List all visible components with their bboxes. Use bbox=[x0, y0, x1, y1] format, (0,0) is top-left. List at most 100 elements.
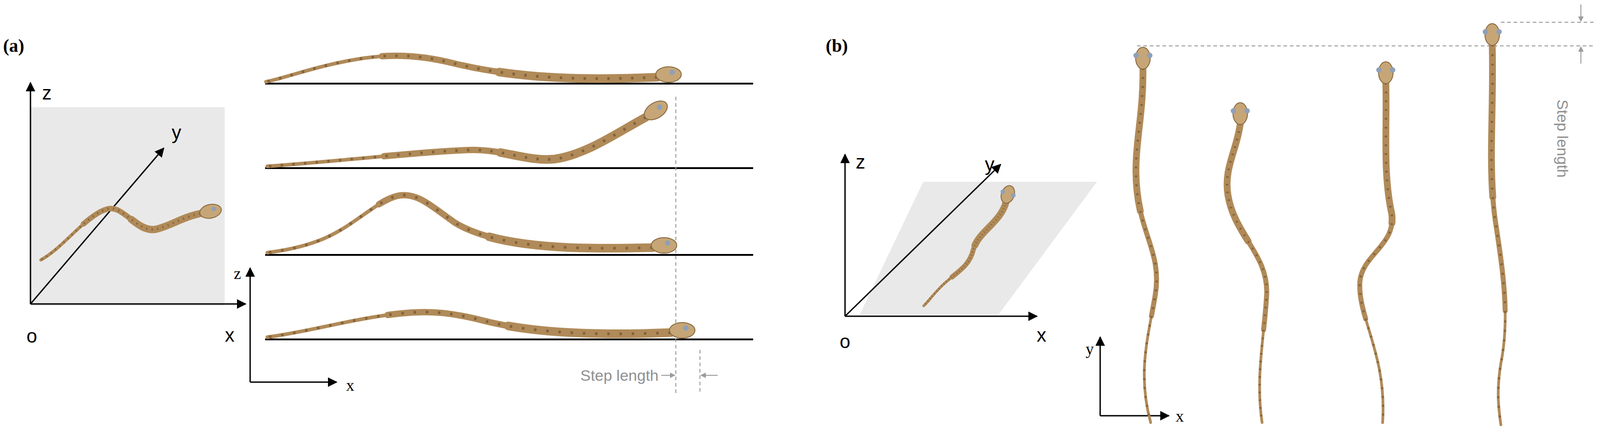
axis-label: o bbox=[839, 332, 851, 352]
snake-eye bbox=[211, 206, 217, 212]
drawing-part bbox=[40, 208, 201, 261]
drawing-part bbox=[266, 55, 658, 82]
panel-label: (a) bbox=[3, 36, 25, 56]
x-axis bbox=[250, 382, 337, 384]
panel-label: (b) bbox=[825, 36, 849, 56]
snake-head bbox=[1484, 23, 1500, 46]
drawing-part bbox=[267, 195, 653, 253]
drawing-part bbox=[266, 55, 658, 82]
snake-head bbox=[998, 183, 1017, 206]
drawing-part bbox=[267, 117, 646, 167]
dashed-guide bbox=[1137, 45, 1596, 47]
drawing-part bbox=[267, 312, 671, 338]
snake-eye bbox=[683, 325, 689, 332]
axis-label: y bbox=[1085, 341, 1094, 358]
snake-eye bbox=[1482, 29, 1489, 35]
drawing-part bbox=[1227, 123, 1267, 423]
z-axis bbox=[30, 82, 32, 305]
snake-head bbox=[198, 202, 223, 221]
ground-plane bbox=[859, 181, 1097, 316]
drawing-part bbox=[1136, 68, 1157, 423]
drawing-part bbox=[923, 202, 1007, 307]
drawing-part bbox=[266, 55, 658, 82]
drawing-part bbox=[40, 208, 201, 261]
drawing-part bbox=[1359, 82, 1393, 423]
drawing-part bbox=[1491, 44, 1505, 426]
snake-eye bbox=[1011, 193, 1016, 198]
snake-top-views bbox=[923, 44, 1506, 426]
snake-head bbox=[651, 237, 677, 254]
snake-head bbox=[1135, 47, 1151, 70]
drawing-part bbox=[1227, 123, 1267, 423]
axis-label: x bbox=[1036, 326, 1047, 346]
snake-body bbox=[267, 312, 671, 338]
snake-eye bbox=[1000, 189, 1006, 195]
y-axis bbox=[1099, 337, 1102, 417]
axis-label: z bbox=[855, 152, 866, 172]
snake-eye bbox=[656, 104, 663, 111]
z-axis bbox=[249, 268, 252, 383]
snake-body bbox=[1227, 123, 1267, 423]
drawing-part bbox=[1136, 68, 1157, 423]
snake-body bbox=[1359, 82, 1393, 423]
drawing-part bbox=[1136, 68, 1157, 423]
snake-eye bbox=[1147, 52, 1153, 59]
axis-label: x bbox=[225, 326, 235, 346]
ground-line bbox=[265, 167, 754, 170]
drawing-part bbox=[1491, 44, 1505, 426]
drawing-part bbox=[1491, 44, 1505, 426]
snake-body bbox=[1136, 68, 1157, 423]
snake-eye bbox=[1244, 108, 1250, 114]
axis-label: y bbox=[171, 123, 182, 143]
drawing-part bbox=[40, 208, 201, 261]
dimension-arrow bbox=[1580, 4, 1582, 22]
axis-label: x bbox=[346, 377, 355, 394]
snake-eye bbox=[1230, 108, 1237, 114]
dimension-arrow bbox=[700, 375, 718, 377]
axis-label: x bbox=[1175, 408, 1184, 425]
x-axis bbox=[1100, 415, 1169, 418]
dashed-guide bbox=[1500, 21, 1596, 23]
snake-eye bbox=[1496, 29, 1502, 35]
drawing-part bbox=[40, 208, 201, 261]
dimension-arrow bbox=[1580, 46, 1582, 64]
dashed-guide bbox=[699, 350, 701, 394]
axis-label: y bbox=[985, 155, 995, 175]
snake-body bbox=[923, 202, 1007, 307]
drawing-part bbox=[1227, 123, 1267, 423]
snake-eye bbox=[1376, 67, 1382, 73]
snake-eye bbox=[664, 240, 671, 247]
drawing-part bbox=[267, 312, 671, 338]
drawing-part bbox=[1359, 82, 1393, 423]
drawing-part bbox=[266, 55, 658, 82]
dimension-arrow bbox=[661, 375, 675, 377]
snake-eye bbox=[1389, 67, 1396, 73]
snake-side-views bbox=[40, 55, 671, 338]
x-axis bbox=[845, 316, 1037, 318]
ground-line bbox=[265, 254, 754, 257]
drawing-part bbox=[267, 312, 671, 338]
snake-body bbox=[1491, 44, 1505, 426]
snake-head bbox=[640, 97, 671, 125]
drawing-part bbox=[267, 312, 671, 338]
drawing-part bbox=[1136, 68, 1157, 423]
snake-head bbox=[1232, 102, 1248, 125]
drawing-part bbox=[267, 117, 646, 167]
snake-body bbox=[266, 55, 658, 82]
drawing-part bbox=[923, 202, 1007, 307]
x-axis bbox=[30, 303, 246, 306]
drawing-part bbox=[267, 195, 653, 253]
snake-body bbox=[267, 195, 653, 253]
drawing-part bbox=[923, 202, 1007, 307]
drawing-part bbox=[1227, 123, 1267, 423]
snake-body bbox=[267, 117, 646, 167]
axis-label: z bbox=[233, 265, 242, 282]
snake-head bbox=[669, 322, 695, 339]
snake-eye bbox=[1133, 52, 1139, 59]
dimension-label: Step length bbox=[1554, 99, 1571, 178]
ground-line bbox=[265, 338, 754, 341]
drawing-part bbox=[1491, 44, 1505, 426]
z-axis bbox=[844, 154, 846, 317]
drawing-part bbox=[267, 195, 653, 253]
snake-eye bbox=[669, 69, 675, 76]
